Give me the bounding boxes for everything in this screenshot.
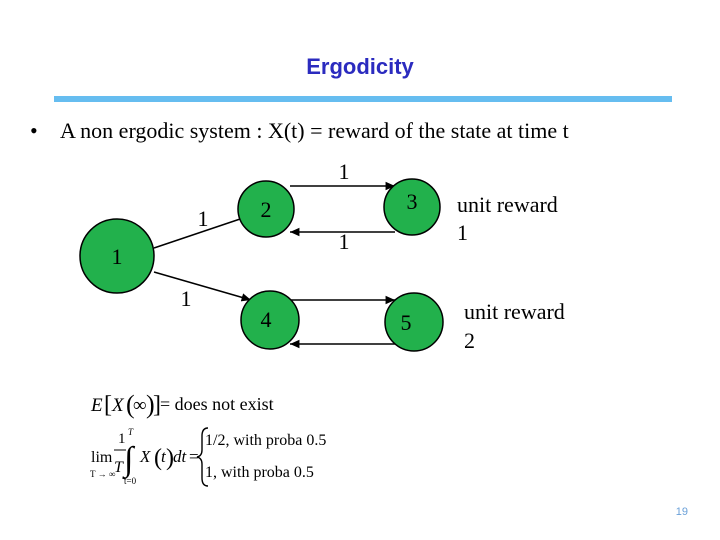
node-1-label: 1 bbox=[112, 244, 123, 269]
fraction-denominator: T bbox=[114, 459, 124, 476]
reward-bottom-line1: unit reward bbox=[464, 299, 565, 324]
node-2-label: 2 bbox=[261, 197, 272, 222]
node-3-label: 3 bbox=[407, 189, 418, 214]
infinity-symbol: ∞ bbox=[133, 395, 147, 416]
integral-lower-limit: t=0 bbox=[124, 476, 137, 486]
integral-upper-limit: T bbox=[128, 427, 134, 437]
expectation-result: = does not exist bbox=[160, 394, 274, 414]
fraction-numerator: 1 bbox=[118, 431, 126, 447]
edge-1-2-label: 1 bbox=[198, 206, 209, 231]
integrand-x: X bbox=[139, 447, 151, 466]
lim-label: lim bbox=[91, 449, 113, 466]
state-node-3: 3 bbox=[383, 178, 441, 236]
reward-top-line1: unit reward bbox=[457, 192, 558, 217]
reward-top-line2: 1 bbox=[457, 220, 468, 245]
paren-left: ( bbox=[126, 390, 135, 419]
paren-right: ) bbox=[146, 390, 155, 419]
node-4-circle bbox=[240, 290, 300, 350]
integrand-dt: dt bbox=[173, 447, 188, 466]
reward-bottom-line2: 2 bbox=[464, 328, 475, 353]
node-5-circle bbox=[384, 292, 444, 352]
time-average-formula: lim T → ∞ 1 T T ∫ t=0 X ( t ) dt = 1/2, … bbox=[90, 427, 326, 487]
integrand-equals: = bbox=[189, 447, 199, 466]
expectation-formula: E [ X ( ∞ ) ] = does not exist bbox=[90, 390, 274, 419]
bracket-left: [ bbox=[104, 392, 112, 418]
page-number: 19 bbox=[675, 506, 688, 518]
node-5-label: 5 bbox=[401, 310, 412, 335]
bullet-item: • A non ergodic system : X(t) = reward of… bbox=[30, 118, 569, 144]
case-1-text: 1/2, with proba 0.5 bbox=[205, 432, 326, 449]
cases-brace bbox=[196, 427, 209, 487]
state-node-1: 1 bbox=[79, 218, 155, 294]
integrand-t: t bbox=[161, 447, 167, 466]
edge-2-3-top-label: 1 bbox=[339, 159, 350, 184]
bullet-dot: • bbox=[30, 118, 38, 143]
state-node-5: 5 bbox=[384, 292, 444, 352]
lim-subscript: T → ∞ bbox=[90, 469, 115, 479]
integrand-paren-left: ( bbox=[154, 445, 162, 471]
state-node-2: 2 bbox=[237, 180, 295, 238]
node-1-circle bbox=[79, 218, 155, 294]
node-2-circle bbox=[237, 180, 295, 238]
bracket-right: ] bbox=[153, 392, 161, 418]
case-2-text: 1, with proba 0.5 bbox=[205, 464, 314, 481]
edge-2-3-bottom-label: 1 bbox=[339, 229, 350, 254]
slide-title: Ergodicity bbox=[306, 54, 414, 79]
node-3-circle bbox=[383, 178, 441, 236]
edge-1-4-label: 1 bbox=[181, 286, 192, 311]
bullet-text: A non ergodic system : X(t) = reward of … bbox=[60, 118, 569, 143]
x-symbol: X bbox=[111, 395, 125, 416]
integrand-paren-right: ) bbox=[166, 445, 174, 471]
state-node-4: 4 bbox=[240, 290, 300, 350]
node-4-label: 4 bbox=[261, 307, 272, 332]
expectation-symbol: E bbox=[90, 395, 103, 416]
integral-sign: ∫ bbox=[122, 441, 136, 480]
edge-1-to-4 bbox=[153, 271, 252, 302]
edge-1-to-2 bbox=[153, 215, 250, 249]
title-divider bbox=[54, 96, 672, 102]
